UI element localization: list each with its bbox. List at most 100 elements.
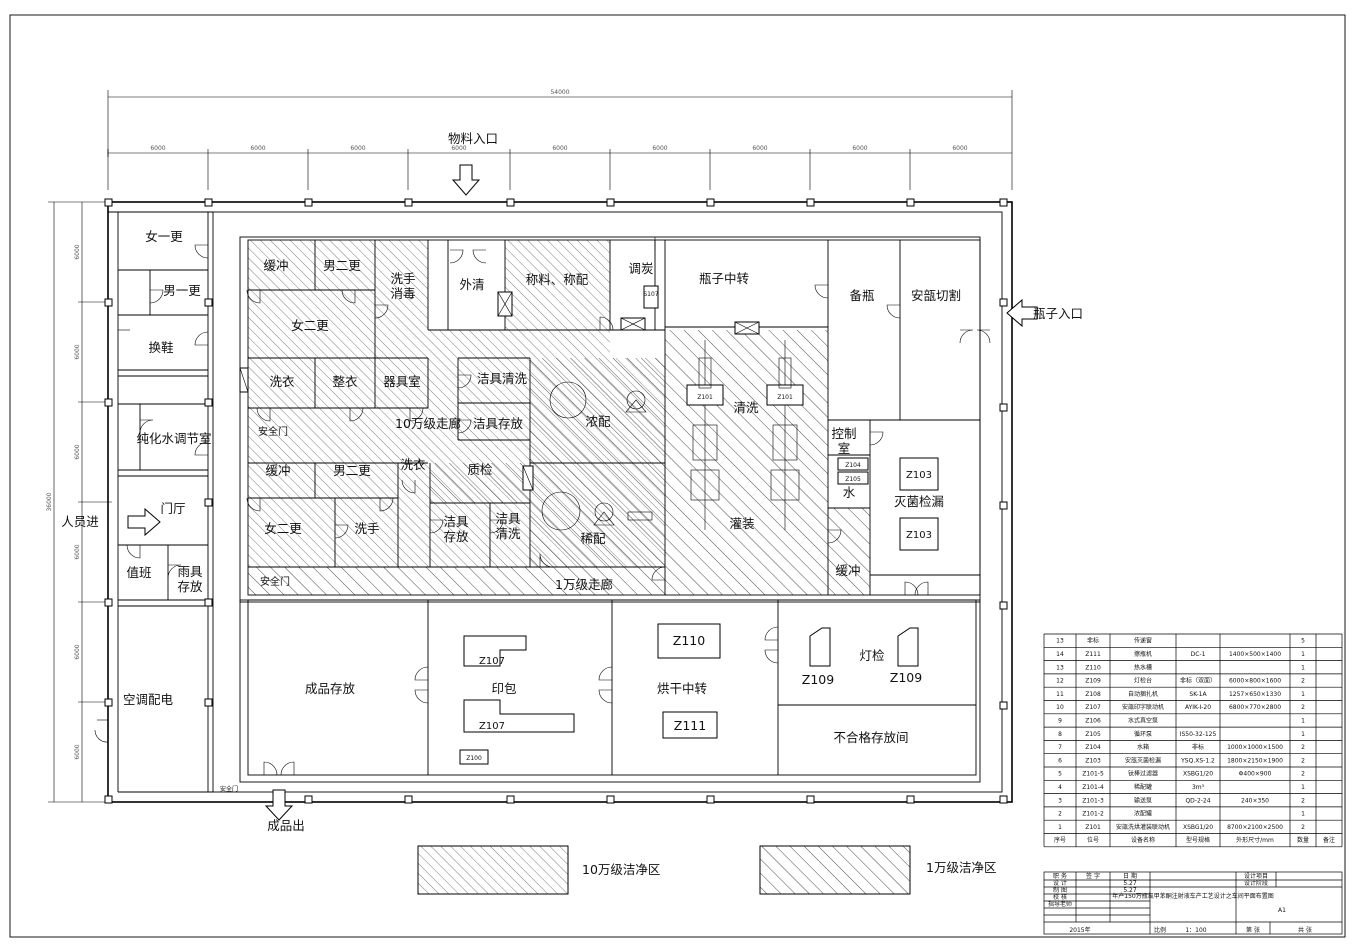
table-cell: XSBG1/20: [1183, 771, 1213, 778]
table-cell: 6800×770×2800: [1229, 704, 1281, 711]
tb-scale-label: 比例: [1154, 926, 1166, 934]
z104-label: Z104: [845, 462, 861, 469]
tb-role: 职 务: [1053, 872, 1067, 880]
z109-label: Z109: [890, 670, 922, 685]
tb-role: 校 核: [1053, 893, 1067, 901]
table-cell: 非标（双面）: [1180, 677, 1216, 685]
z103-label: Z103: [906, 530, 932, 541]
z100-label: Z100: [466, 755, 482, 762]
z105-label: Z105: [845, 476, 861, 483]
table-cell: IS50-32-125: [1180, 731, 1217, 738]
table-cell: XSBG1/20: [1183, 824, 1213, 831]
label-bottle-entrance: 瓶子入口: [1033, 306, 1083, 321]
bay-dim: 6000: [74, 544, 81, 559]
table-cell: 1: [1301, 784, 1305, 791]
table-cell: SK-1A: [1189, 691, 1207, 698]
table-cell: 12: [1056, 678, 1064, 685]
table-cell: 1: [1301, 717, 1305, 724]
table-cell: 水箱: [1137, 743, 1149, 751]
table-cell: 传递窗: [1134, 637, 1152, 645]
table-header-cell: 外形尺寸/mm: [1236, 836, 1274, 844]
room-quality: 质检: [467, 462, 493, 477]
table-cell: 9: [1058, 717, 1062, 724]
table-cell: 1: [1301, 811, 1305, 818]
room-ampoule-cut: 安瓿切割: [911, 288, 961, 303]
room-hand-wash: 洗手: [390, 271, 415, 286]
table-cell: 稀配罐: [1134, 783, 1152, 791]
safety-door: 安全门: [260, 575, 290, 588]
label-product-exit: 成品出: [267, 818, 305, 833]
corridor-10k: 1万级走廊: [555, 577, 613, 592]
equipment-shapes: Z101 Z101 Z103 Z103 Z104 Z105 S107 Z107 …: [459, 285, 939, 765]
table-cell: 8700×2100×2500: [1227, 824, 1283, 831]
table-cell: 安瓿洗烘灌装联动机: [1116, 823, 1170, 831]
label-staff-entrance: 人员进: [61, 514, 99, 529]
top-dimensions: 54000 6000 6000 6000 6000 6000 6000 6000…: [107, 89, 1013, 190]
table-cell: 10: [1056, 704, 1064, 711]
room-tool-clean: 洁具清洗: [477, 371, 528, 386]
building-walls: [107, 201, 1013, 803]
table-header-cell: 型号规格: [1186, 836, 1210, 844]
table-cell: Z103: [1085, 757, 1101, 764]
room-control: 室: [838, 441, 851, 456]
tb-role: 制 图: [1053, 886, 1067, 894]
table-cell: 输送泵: [1134, 796, 1152, 804]
table-cell: 擦瓶机: [1134, 650, 1152, 658]
legend-label-10k: 1万级洁净区: [926, 860, 996, 875]
room-filling: 灌装: [729, 516, 754, 531]
z110-label: Z110: [673, 633, 705, 648]
bay-dim: 6000: [74, 244, 81, 259]
table-cell: 2: [1301, 797, 1305, 804]
staff-arrow-icon: [127, 507, 161, 537]
table-cell: 240×350: [1241, 797, 1269, 804]
room-clothes: 整衣: [332, 374, 358, 389]
room-carbon: 调炭: [628, 261, 653, 276]
table-cell: 2: [1301, 678, 1305, 685]
table-cell: Z109: [1085, 678, 1101, 685]
table-cell: 3m³: [1192, 784, 1205, 791]
table-cell: Z101-5: [1082, 771, 1104, 778]
table-cell: 13: [1056, 638, 1064, 645]
table-cell: 1: [1301, 691, 1305, 698]
bay-dim: 6000: [350, 145, 365, 152]
room-men-change1: 男一更: [163, 283, 201, 298]
room-sterilize: 灭菌检漏: [894, 494, 944, 509]
left-dimensions: 36000 6000 6000 6000 6000 6000 6000: [46, 201, 112, 803]
table-cell: 水式真空泵: [1128, 716, 1158, 724]
drawing-frame: [9, 14, 1346, 938]
bay-dim: 6000: [74, 344, 81, 359]
corridor-100k: 10万级走廊: [395, 416, 461, 431]
table-cell: YSQ.XS-1.2: [1180, 757, 1215, 764]
room-shoe-change: 换鞋: [148, 340, 174, 355]
tb-role: 设 计: [1053, 879, 1067, 887]
bay-dim: 6000: [552, 145, 567, 152]
room-disinfect: 消毒: [390, 286, 415, 301]
table-cell: 安瓿灭菌检漏: [1125, 756, 1161, 764]
room-washing: 清洗: [733, 400, 759, 415]
table-cell: Z101-3: [1082, 797, 1104, 804]
table-header-cell: 位号: [1087, 836, 1099, 844]
title-block: 职 务 设 计 制 图 校 核 指导老师 签 字 日 期 5.27 5.27 年…: [1043, 871, 1343, 935]
table-cell: 2: [1301, 771, 1305, 778]
room-printing: 印包: [491, 681, 516, 696]
room-reject-store: 不合格存放间: [833, 730, 908, 745]
table-cell: 2: [1301, 744, 1305, 751]
total-height-dim: 36000: [46, 492, 53, 511]
z111-label: Z111: [674, 718, 706, 733]
table-cell: Z101-4: [1082, 784, 1104, 791]
bay-dim: 6000: [952, 145, 967, 152]
room-light-check: 灯检: [859, 648, 885, 663]
table-header-cell: 数量: [1297, 836, 1309, 844]
room-laundry: 洗衣: [269, 374, 295, 389]
table-cell: 1800×2150×1900: [1227, 757, 1283, 764]
table-cell: 1: [1301, 651, 1305, 658]
z101b-label: Z101: [777, 394, 793, 401]
room-outer-clean: 外清: [459, 277, 484, 292]
pass-through-windows: [239, 291, 760, 491]
tb-sheet-total: 共 张: [1298, 926, 1312, 934]
bay-dim: 6000: [852, 145, 867, 152]
room-drying: 烘干中转: [657, 681, 707, 696]
room-buffer: 缓冲: [265, 463, 290, 478]
table-cell: 热水槽: [1134, 663, 1152, 671]
